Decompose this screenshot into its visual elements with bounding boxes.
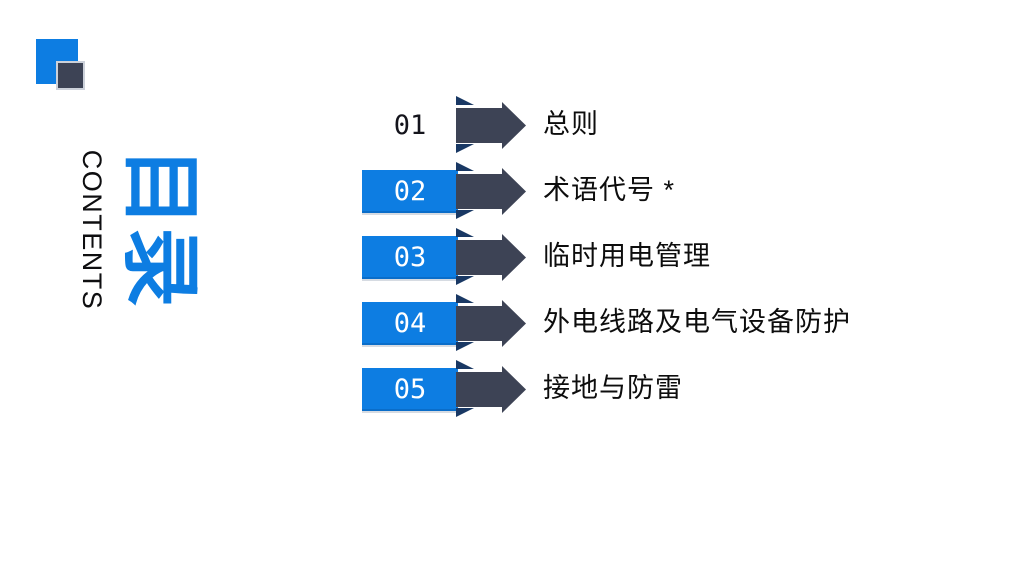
toc-item-label: 总则: [543, 109, 599, 139]
arrow-right-icon: [456, 360, 526, 417]
toc-item-number: 02: [362, 170, 458, 213]
toc-item-3[interactable]: 03 临时用电管理: [362, 228, 882, 285]
toc-item-label: 术语代号 *: [543, 175, 676, 205]
toc-item-5[interactable]: 05 接地与防雷: [362, 360, 882, 417]
decor-dark-square: [56, 61, 85, 90]
toc-item-number: 03: [362, 236, 458, 279]
toc-title-chinese: 目录: [116, 147, 205, 307]
arrow-right-icon: [456, 228, 526, 285]
toc-item-2[interactable]: 02 术语代号 *: [362, 162, 882, 219]
toc-item-number: 01: [393, 110, 427, 141]
toc-item-label: 外电线路及电气设备防护: [543, 307, 851, 337]
arrow-right-icon: [456, 96, 526, 153]
toc-item-number: 04: [362, 302, 458, 345]
toc-item-4[interactable]: 04 外电线路及电气设备防护: [362, 294, 882, 351]
arrow-right-icon: [456, 294, 526, 351]
toc-item-label: 接地与防雷: [543, 373, 683, 403]
arrow-right-icon: [456, 162, 526, 219]
toc-item-label: 临时用电管理: [543, 241, 711, 271]
toc-item-number: 05: [362, 368, 458, 411]
toc-title-english: CONTENTS: [77, 149, 107, 311]
toc-item-1[interactable]: 01 总则: [362, 96, 882, 153]
